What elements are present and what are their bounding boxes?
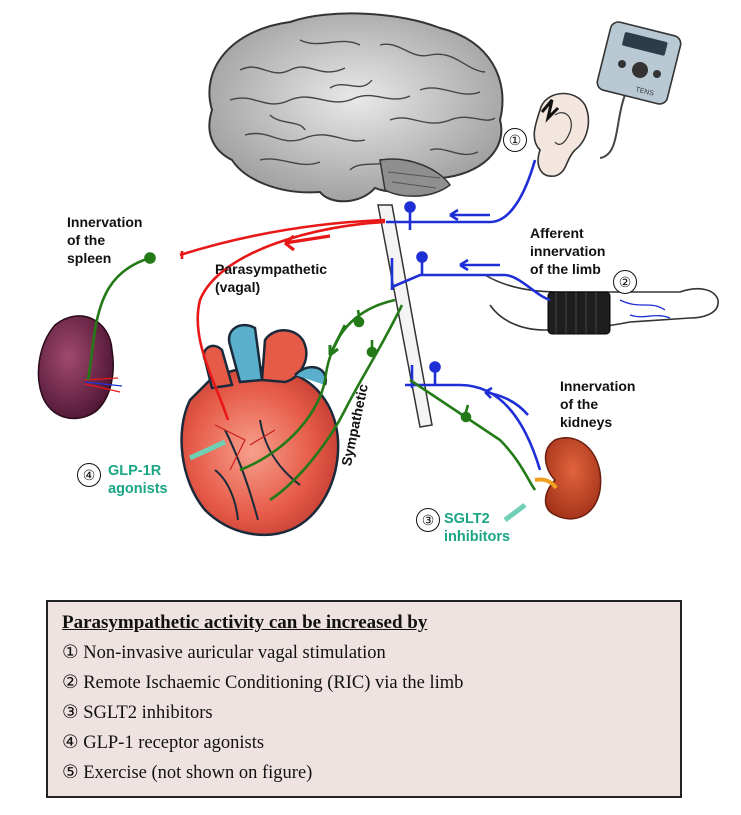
legend-item: ④ GLP-1 receptor agonists xyxy=(62,733,265,753)
tens-cable xyxy=(599,94,626,159)
afferent-pathways xyxy=(386,159,551,471)
vagal-pathways xyxy=(179,218,386,421)
ear-illustration xyxy=(533,92,590,177)
spleen-illustration xyxy=(37,315,114,420)
drug-arrows xyxy=(188,439,527,522)
legend-item: ① Non-invasive auricular vagal stimulati… xyxy=(62,643,386,663)
kidney-illustration xyxy=(534,437,602,520)
parasympathetic-label: Parasympathetic(vagal) xyxy=(215,261,328,295)
spinal-cord xyxy=(377,204,433,428)
legend-heading: Parasympathetic activity can be increase… xyxy=(62,612,428,633)
legend-item: ② Remote Ischaemic Conditioning (RIC) vi… xyxy=(62,673,464,693)
legend-box: Parasympathetic activity can be increase… xyxy=(46,600,682,798)
sympathetic-pathways xyxy=(86,252,537,502)
brain-illustration xyxy=(208,12,504,203)
tens-device-icon: TENS xyxy=(596,21,682,105)
legend-item: ⑤ Exercise (not shown on figure) xyxy=(62,763,313,783)
marker-3: ③ xyxy=(416,508,440,532)
arm-illustration xyxy=(484,274,719,335)
legend-item: ③ SGLT2 inhibitors xyxy=(62,703,213,723)
marker-4: ④ xyxy=(77,463,101,487)
marker-1: ① xyxy=(503,128,527,152)
marker-2: ② xyxy=(613,270,637,294)
tens-label: TENS xyxy=(635,86,655,97)
